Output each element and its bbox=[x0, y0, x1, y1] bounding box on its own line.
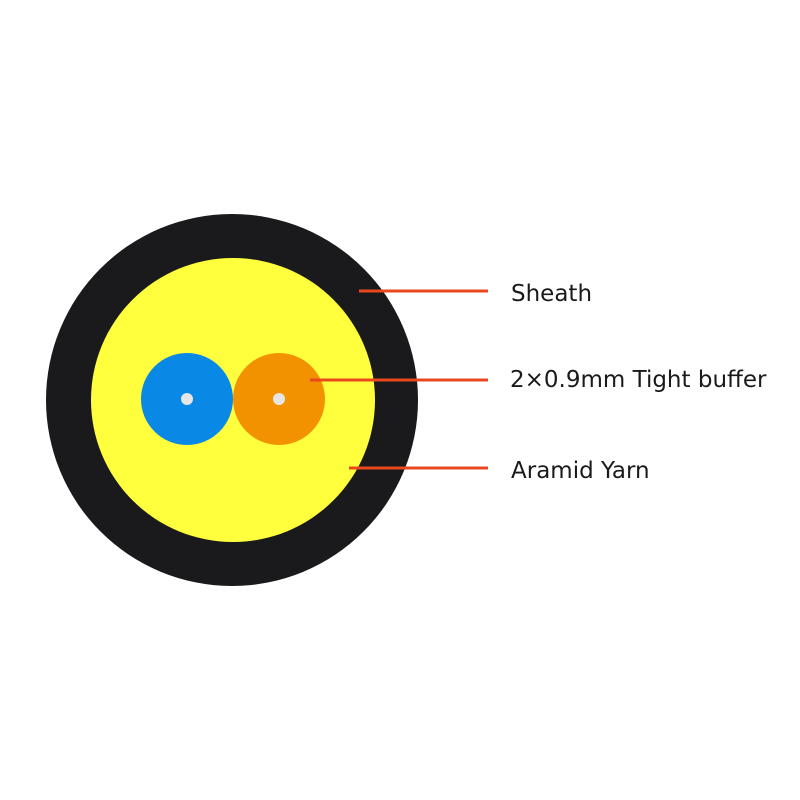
aramid-yarn-layer bbox=[91, 258, 375, 542]
fiber-blue-core bbox=[181, 393, 193, 405]
tight-buffer-fiber-blue bbox=[141, 353, 233, 445]
labels: Sheath 2×0.9mm Tight buffer Aramid Yarn bbox=[510, 281, 767, 484]
fiber-orange-core bbox=[273, 393, 285, 405]
aramid-yarn-label: Aramid Yarn bbox=[511, 458, 650, 484]
tight-buffer-fiber-orange bbox=[233, 353, 325, 445]
cable-cross-section bbox=[46, 214, 418, 586]
leader-lines bbox=[310, 289, 488, 470]
tight-buffer-label: 2×0.9mm Tight buffer bbox=[510, 367, 767, 393]
sheath-label: Sheath bbox=[511, 281, 592, 307]
